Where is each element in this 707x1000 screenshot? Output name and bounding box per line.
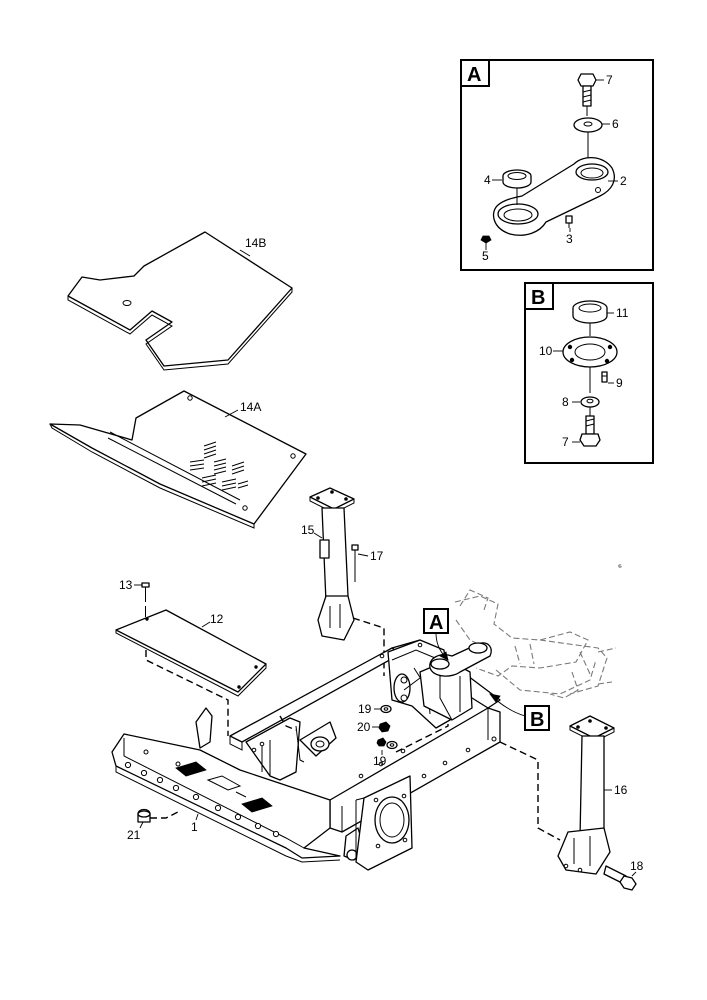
callout-11: 11 bbox=[616, 306, 629, 320]
tread-pattern bbox=[189, 441, 249, 491]
callout-8: 8 bbox=[562, 395, 569, 409]
fastener-stack: 19 20 19 bbox=[357, 702, 398, 768]
lever-arm-part bbox=[492, 157, 615, 236]
support-post-15: 17 15 bbox=[301, 487, 384, 641]
callout-15: 15 bbox=[301, 523, 315, 537]
inset-b-label: B bbox=[531, 287, 545, 309]
callout-7: 7 bbox=[606, 73, 613, 87]
inset-a-label: A bbox=[467, 64, 481, 86]
callout-4: 4 bbox=[484, 173, 491, 187]
floor-mat-14a: 14A bbox=[49, 390, 307, 529]
pointer-b-label: B bbox=[530, 709, 544, 731]
callout-3: 3 bbox=[566, 232, 573, 246]
callout-19-bottom: 19 bbox=[373, 754, 387, 768]
callout-19-top: 19 bbox=[358, 702, 372, 716]
grease-fitting-part bbox=[565, 215, 573, 228]
bolt-part bbox=[579, 415, 601, 447]
callout-16: 16 bbox=[614, 783, 628, 797]
callout-14b: 14B bbox=[245, 236, 266, 250]
bushing-part bbox=[502, 169, 532, 189]
screw-part bbox=[601, 371, 608, 383]
callout-14a: 14A bbox=[240, 400, 261, 414]
callout-9: 9 bbox=[616, 376, 623, 390]
pointer-a: A bbox=[423, 608, 449, 661]
callout-13: 13 bbox=[119, 578, 133, 592]
bolt-13: 13 bbox=[119, 578, 150, 617]
adjacent-assembly-outline bbox=[454, 564, 622, 699]
pointer-b: B bbox=[489, 693, 550, 731]
main-frame-1 bbox=[111, 639, 501, 871]
pointer-a-label: A bbox=[429, 612, 443, 634]
callout-12: 12 bbox=[210, 612, 224, 626]
flange-plate-part bbox=[562, 336, 618, 368]
callout-17: 17 bbox=[370, 549, 384, 563]
callout-10: 10 bbox=[539, 344, 553, 358]
callout-21: 21 bbox=[127, 828, 141, 842]
callout-7-b: 7 bbox=[562, 435, 569, 449]
floor-mat-14b: 14B bbox=[67, 231, 293, 371]
support-post-16: 16 bbox=[557, 715, 628, 875]
bolt-18: 18 bbox=[603, 859, 644, 891]
callout-5: 5 bbox=[482, 249, 489, 263]
callout-20: 20 bbox=[357, 720, 371, 734]
bearing-part bbox=[572, 300, 608, 324]
callout-18: 18 bbox=[630, 859, 644, 873]
callout-6: 6 bbox=[612, 117, 619, 131]
callout-1: 1 bbox=[191, 820, 198, 834]
washer-part bbox=[580, 396, 600, 408]
washer-part bbox=[573, 117, 603, 133]
plug-21: 21 bbox=[127, 808, 179, 842]
callout-2: 2 bbox=[620, 174, 627, 188]
cover-plate-12: 12 bbox=[115, 609, 267, 697]
inset-b-panel: B bbox=[524, 282, 654, 464]
inset-a-panel: A bbox=[460, 59, 654, 271]
screw-part bbox=[480, 235, 492, 244]
